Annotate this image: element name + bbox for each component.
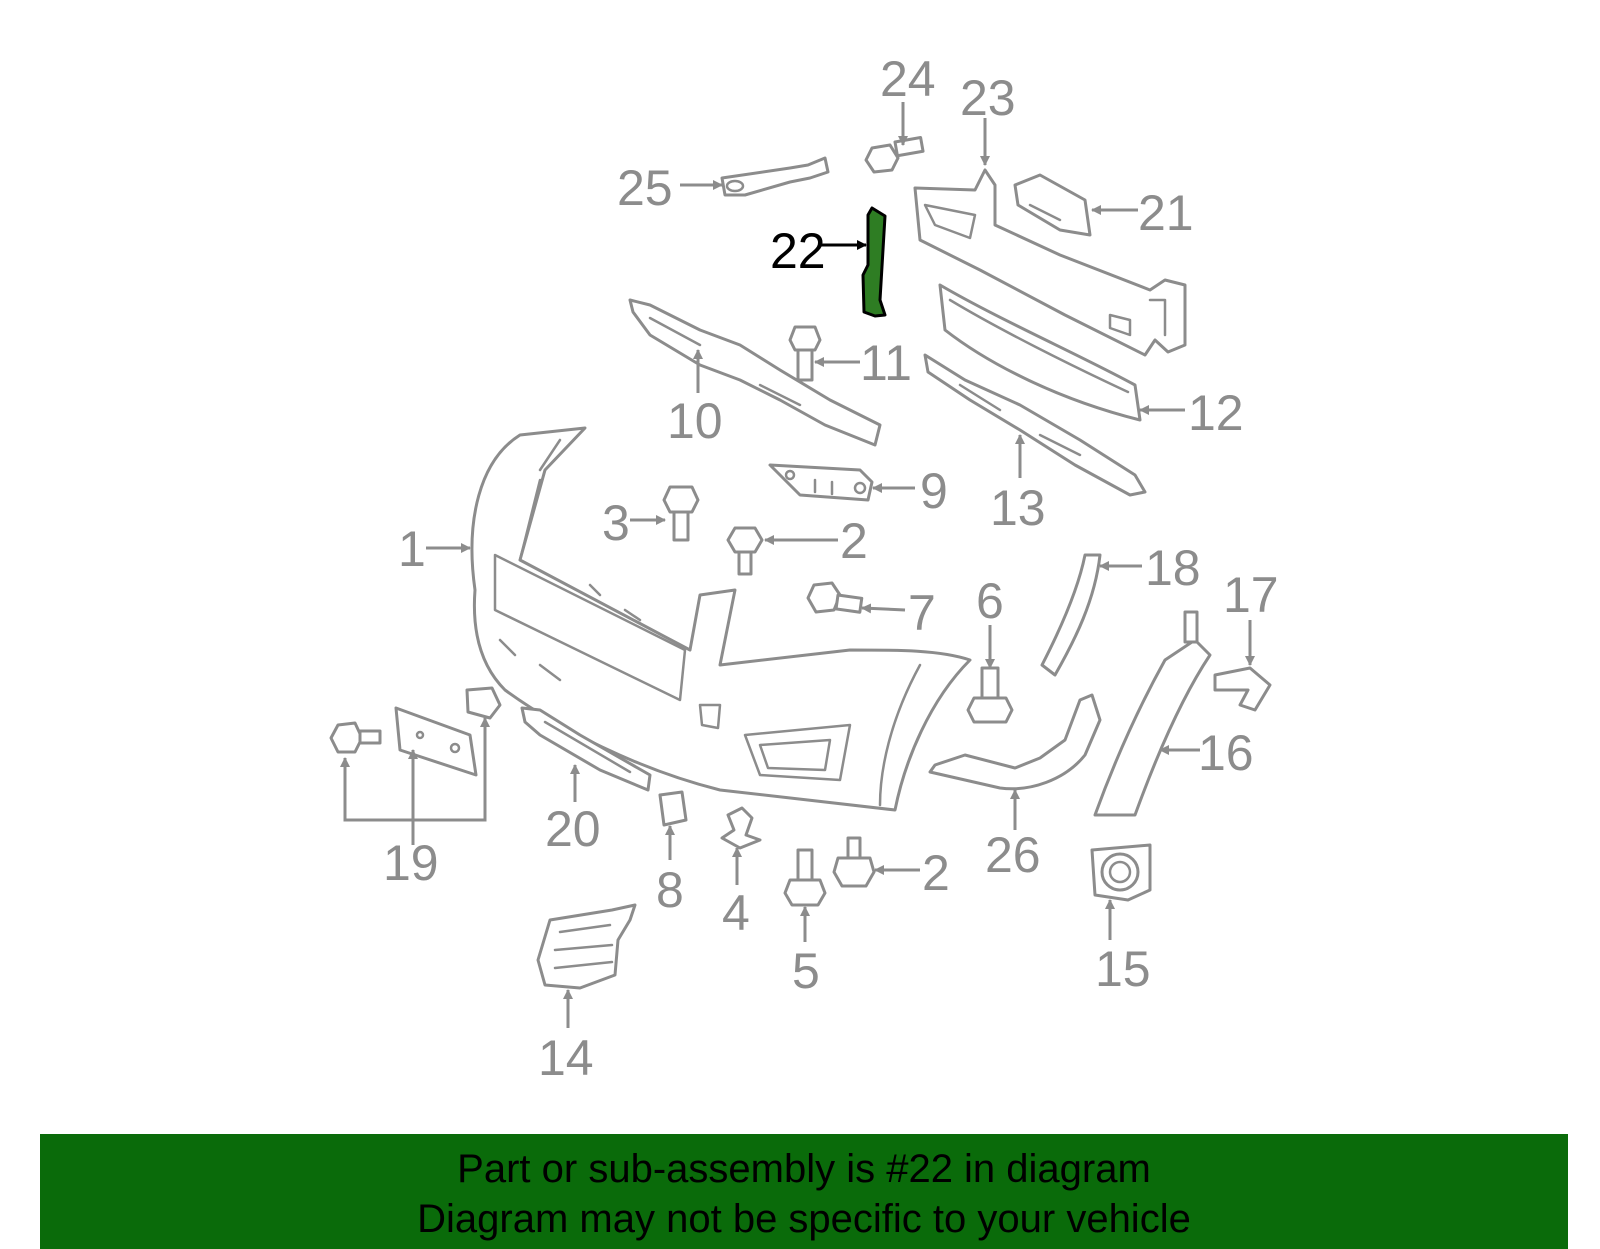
part-23-beam [913, 168, 1187, 357]
callout-2-lower: 2 [922, 845, 950, 901]
part-20-strip [520, 706, 652, 792]
part-4-clip [720, 806, 762, 850]
part-2-clip-upper [726, 526, 764, 576]
callout-16: 16 [1198, 725, 1254, 781]
part-26-molding [928, 693, 1102, 791]
part-1-bumper-cover [470, 426, 972, 812]
callout-1: 1 [398, 521, 426, 577]
part-15-fog-lamp [1090, 843, 1152, 902]
callout-9: 9 [920, 463, 948, 519]
callout-23: 23 [960, 70, 1016, 126]
banner-line-1: Part or sub-assembly is #22 in diagram [457, 1147, 1151, 1191]
part-21-bracket [1013, 173, 1092, 237]
callout-labels: 1 2 2 3 4 5 6 7 8 9 10 11 12 13 14 15 16… [383, 51, 1279, 1086]
banner-line-2: Diagram may not be specific to your vehi… [417, 1197, 1191, 1241]
callout-12: 12 [1188, 385, 1244, 441]
part-12-absorber [938, 283, 1142, 422]
part-6-bolt [966, 666, 1014, 724]
callout-3: 3 [602, 495, 630, 551]
part-24-bolt [864, 135, 925, 174]
callout-18: 18 [1145, 540, 1201, 596]
callout-10: 10 [667, 393, 723, 449]
part-8-clip [658, 790, 688, 827]
callout-2-upper: 2 [840, 513, 868, 569]
callout-6: 6 [976, 573, 1004, 629]
callout-15: 15 [1095, 941, 1151, 997]
leader-lines [340, 102, 1255, 1028]
callout-4: 4 [722, 885, 750, 941]
part-13-bracket [923, 353, 1147, 497]
part-3-bolt [662, 485, 700, 542]
callout-21: 21 [1138, 185, 1194, 241]
part-17-bracket [1213, 666, 1272, 712]
callout-11: 11 [860, 335, 912, 391]
callout-14: 14 [538, 1030, 594, 1086]
part-18-strip [1040, 553, 1102, 677]
part-9-bracket [768, 463, 874, 502]
part-25-bracket [720, 156, 830, 197]
callout-8: 8 [656, 862, 684, 918]
part-10-reinforcement [628, 298, 882, 447]
part-7-bolt [806, 581, 864, 614]
part-22-highlighted[interactable] [861, 206, 887, 318]
callout-13: 13 [990, 480, 1046, 536]
callout-26: 26 [985, 827, 1041, 883]
part-19-bracket-set [329, 686, 502, 777]
part-2-clip-lower [832, 836, 876, 888]
callout-17: 17 [1223, 567, 1279, 623]
callout-19: 19 [383, 835, 439, 891]
part-16-molding [1093, 610, 1212, 817]
callout-25: 25 [617, 160, 673, 216]
callout-22: 22 [770, 223, 826, 279]
part-11-bolt [788, 325, 822, 382]
callout-5: 5 [792, 943, 820, 999]
callout-20: 20 [545, 801, 601, 857]
part-14-fog-bezel [536, 903, 637, 990]
info-banner: Part or sub-assembly is #22 in diagram D… [40, 1134, 1568, 1249]
callout-7: 7 [908, 585, 936, 641]
callout-24: 24 [880, 51, 936, 107]
part-5-bolt [783, 848, 827, 907]
